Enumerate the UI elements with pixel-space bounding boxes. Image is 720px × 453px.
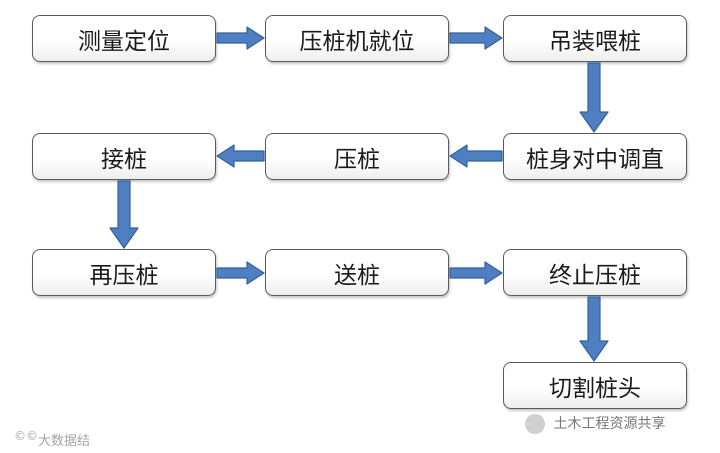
- arrow-right-icon: [216, 261, 265, 285]
- step-press-pile: 压桩: [265, 133, 449, 180]
- watermark-left: ©© 大数据结: [14, 429, 91, 449]
- step-cut-pile-head: 切割桩头: [503, 362, 687, 409]
- step-pile-driver-in-place: 压桩机就位: [265, 15, 449, 62]
- arrow-right-icon: [449, 261, 503, 285]
- arrow-right-icon: [216, 26, 265, 50]
- arrow-left-icon: [449, 144, 503, 168]
- arrow-left-icon: [216, 144, 265, 168]
- step-survey-positioning: 测量定位: [32, 15, 216, 62]
- step-align-pile-body: 桩身对中调直: [503, 133, 687, 180]
- arrow-down-icon: [579, 296, 609, 362]
- arrow-right-icon: [449, 26, 503, 50]
- watermark-right-text: 土木工程资源共享: [553, 416, 666, 432]
- step-terminate-pressing: 终止压桩: [503, 249, 687, 296]
- watermark-logo-icon: ©©: [14, 429, 38, 443]
- step-hoist-feed-pile: 吊装喂桩: [503, 15, 687, 62]
- wechat-logo-icon: [525, 414, 545, 434]
- watermark-left-text: 大数据结: [38, 434, 91, 449]
- watermark-right: 土木工程资源共享: [525, 413, 665, 434]
- arrow-down-icon: [109, 180, 139, 249]
- step-re-press-pile: 再压桩: [32, 249, 216, 296]
- step-send-pile: 送桩: [265, 249, 449, 296]
- arrow-down-icon: [579, 62, 609, 133]
- step-splice-pile: 接桩: [32, 133, 216, 180]
